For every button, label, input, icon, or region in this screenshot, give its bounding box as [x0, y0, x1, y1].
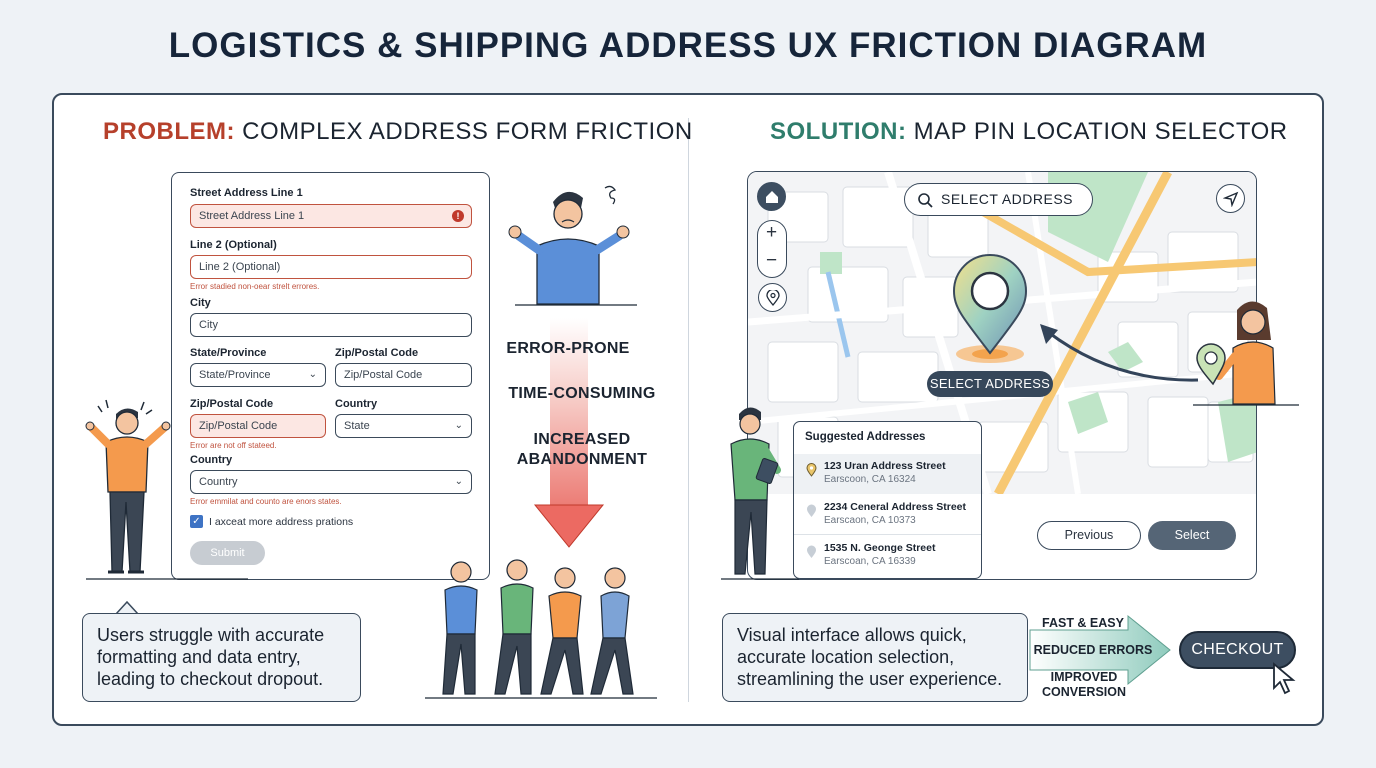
solution-callout-line: accurate location selection, — [737, 647, 955, 667]
location-pin-icon — [806, 463, 817, 477]
suggestion-street: 123 Uran Address Street — [824, 460, 946, 472]
line2-label: Line 2 (Optional) — [190, 239, 277, 251]
home-button[interactable] — [757, 182, 786, 211]
suggestion-street: 1535 N. Geonge Street — [824, 542, 936, 554]
chevron-down-icon: ⌄ — [454, 420, 463, 431]
checkbox-label: I axceat more address prations — [209, 516, 354, 528]
man-with-phone-illustration — [721, 407, 799, 580]
benefits-arrow — [1029, 614, 1171, 686]
friction-abandonment: INCREASED ABANDONMENT — [516, 431, 648, 468]
problem-callout-line: Users struggle with accurate — [97, 625, 325, 645]
country-select-value: State — [344, 420, 370, 432]
benefit-reduced-errors: REDUCED ERRORS — [1033, 643, 1153, 657]
street-label: Street Address Line 1 — [190, 187, 303, 199]
problem-heading: PROBLEM: COMPLEX ADDRESS FORM FRICTION — [103, 118, 693, 146]
search-label: SELECT ADDRESS — [941, 191, 1074, 207]
solution-heading-text: MAP PIN LOCATION SELECTOR — [913, 118, 1288, 145]
country2-label: Country — [190, 454, 233, 466]
benefit-improved-conversion: IMPROVED CONVERSION — [1041, 670, 1127, 699]
location-pin-icon — [807, 545, 816, 558]
country2-select[interactable]: Country ⌄ — [190, 470, 472, 494]
map-pin-icon[interactable] — [940, 251, 1040, 376]
confused-user-illustration — [508, 185, 637, 306]
country-select[interactable]: State ⌄ — [335, 414, 472, 438]
suggestion-item[interactable]: 2234 Ceneral Address Street Earscaon, CA… — [794, 495, 981, 535]
solution-tag: SOLUTION: — [770, 118, 907, 145]
zip2-input[interactable]: Zip/Postal Code — [190, 414, 326, 438]
address-form: Street Address Line 1 Street Address Lin… — [171, 172, 490, 580]
suggestion-item[interactable]: 1535 N. Geonge Street Earscoan, CA 16339 — [794, 536, 981, 576]
woman-placing-pin-illustration — [1193, 301, 1299, 406]
zip2-error: Error are not off stateed. — [190, 441, 277, 450]
search-icon — [918, 193, 933, 208]
navigation-arrow-icon — [1221, 191, 1238, 208]
friction-gradient-bar — [550, 318, 588, 508]
submit-button[interactable]: Submit — [190, 541, 265, 565]
state-select[interactable]: State/Province ⌄ — [190, 363, 326, 387]
zip-input[interactable]: Zip/Postal Code — [335, 363, 472, 387]
chevron-down-icon: ⌄ — [308, 369, 317, 380]
curved-arrow — [1040, 324, 1199, 382]
zip2-label: Zip/Postal Code — [190, 398, 274, 410]
line2-input[interactable]: Line 2 (Optional) — [190, 255, 472, 279]
city-label: City — [190, 297, 211, 309]
suggestion-city: Earscaon, CA 10373 — [824, 515, 916, 526]
solution-heading: SOLUTION: MAP PIN LOCATION SELECTOR — [770, 118, 1288, 146]
previous-button[interactable]: Previous — [1037, 521, 1141, 550]
friction-time-consuming: TIME-CONSUMING — [508, 385, 656, 402]
suggestion-street: 2234 Ceneral Address Street — [824, 501, 967, 513]
line2-input-value: Line 2 (Optional) — [199, 261, 281, 273]
problem-callout-line: formatting and data entry, — [97, 647, 301, 667]
zip-input-value: Zip/Postal Code — [344, 369, 423, 381]
city-input-value: City — [199, 319, 218, 331]
cursor-icon — [1273, 662, 1296, 695]
suggestion-city: Earscoon, CA 16324 — [824, 474, 916, 485]
diagram-title: LOGISTICS & SHIPPING ADDRESS UX FRICTION… — [168, 26, 1208, 65]
select-button[interactable]: Select — [1148, 521, 1236, 550]
problem-heading-text: COMPLEX ADDRESS FORM FRICTION — [242, 118, 693, 145]
friction-error-prone: ERROR-PRONE — [506, 340, 630, 357]
benefit-fast-easy: FAST & EASY — [1042, 616, 1124, 630]
zip2-input-value: Zip/Postal Code — [199, 420, 278, 432]
error-icon: ! — [452, 210, 464, 222]
country2-select-value: Country — [199, 476, 238, 488]
city-input[interactable]: City — [190, 313, 472, 337]
street-input[interactable]: Street Address Line 1 ! — [190, 204, 472, 228]
zip-label: Zip/Postal Code — [335, 347, 419, 359]
location-pin-icon — [765, 288, 780, 307]
locate-button[interactable] — [1216, 184, 1245, 213]
solution-callout-line: streamlining the user experience. — [737, 669, 1003, 689]
location-pin-button[interactable] — [758, 283, 787, 312]
chevron-down-icon: ⌄ — [454, 476, 463, 487]
solution-callout: Visual interface allows quick, accurate … — [722, 613, 1028, 702]
street-input-value: Street Address Line 1 — [199, 210, 305, 222]
problem-callout: Users struggle with accurate formatting … — [82, 613, 361, 702]
arrow-down-icon — [533, 504, 605, 548]
location-pin-icon — [807, 504, 816, 517]
country-label: Country — [335, 398, 378, 410]
leaving-users-illustration — [425, 559, 657, 699]
solution-callout-line: Visual interface allows quick, — [737, 625, 967, 645]
state-select-value: State/Province — [199, 369, 271, 381]
suggested-addresses-panel: Suggested Addresses 123 Uran Address Str… — [793, 421, 982, 579]
section-divider — [688, 118, 689, 702]
home-icon — [765, 191, 778, 203]
problem-tag: PROBLEM: — [103, 118, 235, 145]
address-search-input[interactable]: SELECT ADDRESS — [904, 183, 1093, 216]
state-label: State/Province — [190, 347, 267, 359]
more-options-checkbox[interactable]: ✓ — [190, 515, 203, 528]
problem-callout-line: leading to checkout dropout. — [97, 669, 324, 689]
zoom-in-button[interactable]: + — [765, 222, 778, 243]
country2-error: Error emmilat and counto are enors state… — [190, 497, 342, 506]
line2-error: Error stadied non-oear strelt errores. — [190, 282, 320, 291]
zoom-out-button[interactable]: − — [765, 250, 778, 271]
suggestion-item[interactable]: 123 Uran Address Street Earscoon, CA 163… — [794, 454, 981, 494]
zoom-control: + − — [757, 220, 787, 278]
checkout-button[interactable]: CHECKOUT — [1179, 631, 1296, 669]
pin-select-address-label: SELECT ADDRESS — [927, 371, 1053, 397]
frustrated-user-illustration — [85, 399, 248, 580]
suggested-addresses-title: Suggested Addresses — [805, 431, 926, 443]
suggestion-city: Earscoan, CA 16339 — [824, 556, 916, 567]
